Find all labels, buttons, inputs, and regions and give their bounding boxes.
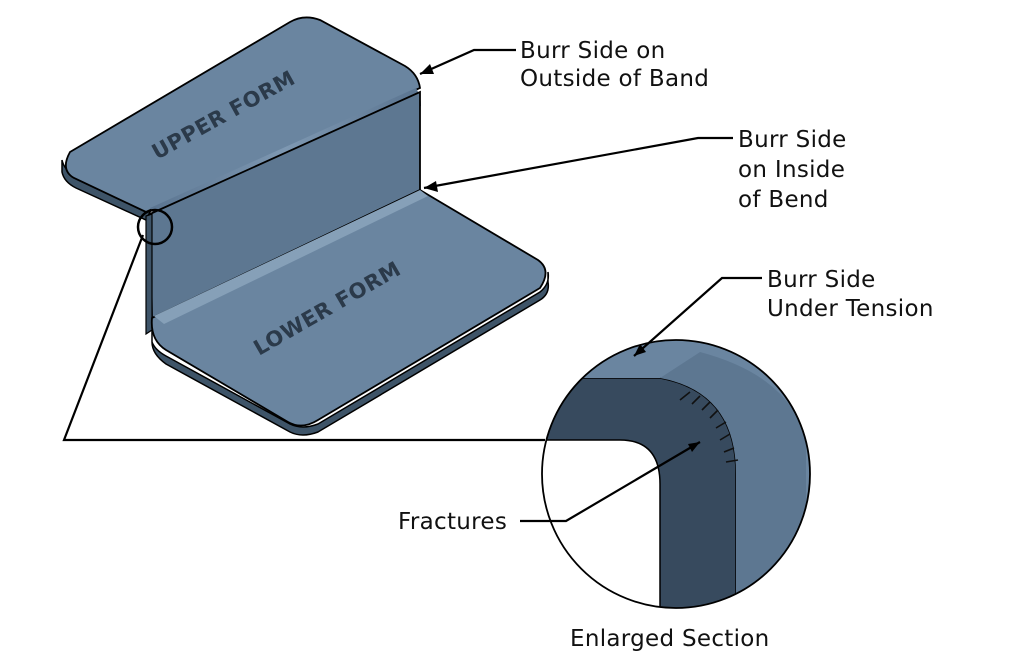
lower-form-flange bbox=[150, 188, 550, 436]
fracture-marks bbox=[679, 391, 739, 463]
callout-burr-under-tension: Burr Side Under Tension bbox=[767, 267, 934, 322]
callout-fractures: Fractures bbox=[398, 509, 507, 535]
arrowheads bbox=[420, 64, 700, 452]
caption-enlarged-section: Enlarged Section bbox=[570, 626, 770, 652]
callout-burr-inside-bend-line3: of Bend bbox=[738, 187, 829, 213]
callout-burr-under-tension-line2: Under Tension bbox=[767, 296, 934, 322]
callout-burr-outside-band-line2: Outside of Band bbox=[520, 66, 709, 92]
enlarged-section bbox=[541, 339, 811, 609]
callout-burr-outside-band: Burr Side on Outside of Band bbox=[520, 38, 709, 92]
callout-burr-under-tension-line1: Burr Side bbox=[767, 267, 876, 293]
detail-marker-circle bbox=[136, 208, 174, 246]
callout-burr-outside-band-line1: Burr Side on bbox=[520, 38, 665, 64]
callout-burr-inside-bend-line1: Burr Side bbox=[738, 127, 847, 153]
callout-burr-inside-bend: Burr Side on Inside of Bend bbox=[738, 127, 847, 213]
callout-burr-inside-bend-line2: on Inside bbox=[738, 157, 845, 183]
leader-lines bbox=[62, 48, 762, 523]
